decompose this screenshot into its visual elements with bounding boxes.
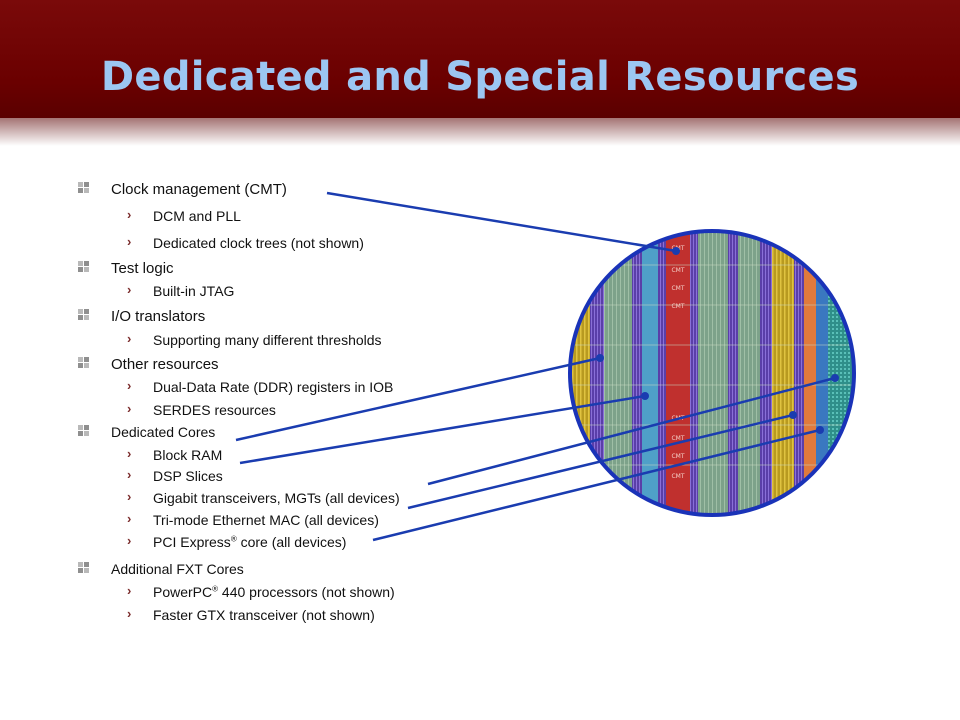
callout-dot xyxy=(672,247,680,255)
sub-bullet-ddr: Dual-Data Rate (DDR) registers in IOB xyxy=(153,379,394,395)
square-bullet-icon xyxy=(78,562,90,574)
bullet-fxt-cores: Additional FXT Cores xyxy=(111,561,244,577)
callout-lines xyxy=(235,191,836,542)
cmt-label: CMT xyxy=(671,267,684,274)
sub-bullet-gtx: Faster GTX transceiver (not shown) xyxy=(153,607,375,623)
bullet-other-resources: Other resources xyxy=(111,356,219,373)
chevron-right-icon: › xyxy=(127,331,132,346)
square-bullet-icon xyxy=(78,357,90,369)
square-bullet-icon xyxy=(78,425,90,437)
title-bar xyxy=(0,0,960,118)
sub-bullet-serdes: SERDES resources xyxy=(153,402,276,418)
chevron-right-icon: › xyxy=(127,446,132,461)
chevron-right-icon: › xyxy=(127,282,132,297)
slide-title: Dedicated and Special Resources xyxy=(100,54,860,100)
callout-dots xyxy=(596,247,839,434)
sub-bullet-dsp: DSP Slices xyxy=(153,468,223,484)
sub-bullet-ethernet-mac: Tri-mode Ethernet MAC (all devices) xyxy=(153,512,379,528)
callout-dot xyxy=(789,411,797,419)
die-image xyxy=(570,231,854,515)
sub-bullet-dcm-pll: DCM and PLL xyxy=(153,208,241,224)
callout-dot xyxy=(831,374,839,382)
chevron-right-icon: › xyxy=(127,467,132,482)
callout-line-dedicated-cores xyxy=(235,356,601,442)
cmt-label: CMT xyxy=(671,453,684,460)
sub-bullet-block-ram: Block RAM xyxy=(153,447,223,463)
square-bullet-icon xyxy=(78,261,90,273)
callout-line-cmt xyxy=(326,191,677,253)
chevron-right-icon: › xyxy=(127,583,132,598)
cmt-label: CMT xyxy=(671,435,684,442)
bullet-dedicated-cores: Dedicated Cores xyxy=(111,424,216,440)
cmt-label: CMT xyxy=(671,285,684,292)
square-bullet-icon xyxy=(78,182,90,194)
sub-bullet-clock-trees: Dedicated clock trees (not shown) xyxy=(153,235,364,251)
callout-line-pci-express xyxy=(372,428,821,542)
chevron-right-icon: › xyxy=(127,234,132,249)
chevron-right-icon: › xyxy=(127,378,132,393)
sub-bullet-powerpc: PowerPC® 440 processors (not shown) xyxy=(153,584,395,600)
chevron-right-icon: › xyxy=(127,489,132,504)
sub-bullet-mgt: Gigabit transceivers, MGTs (all devices) xyxy=(153,490,400,506)
chevron-right-icon: › xyxy=(127,533,132,548)
chevron-right-icon: › xyxy=(127,207,132,222)
callout-dot xyxy=(596,354,604,362)
die-circle-border xyxy=(568,229,856,517)
callout-dot xyxy=(641,392,649,400)
chevron-right-icon: › xyxy=(127,401,132,416)
cmt-label: CMT xyxy=(671,303,684,310)
cmt-label: CMT xyxy=(671,473,684,480)
sub-bullet-pci-express: PCI Express® core (all devices) xyxy=(153,534,347,550)
title-bar-shadow xyxy=(0,118,960,146)
callout-line-mgt xyxy=(427,376,836,486)
bullet-clock-management: Clock management (CMT) xyxy=(111,181,287,198)
chevron-right-icon: › xyxy=(127,511,132,526)
bullet-test-logic: Test logic xyxy=(111,260,174,277)
sub-bullet-thresholds: Supporting many different thresholds xyxy=(153,332,382,348)
callout-line-block-ram xyxy=(239,394,646,465)
square-bullet-icon xyxy=(78,309,90,321)
bullet-io-translators: I/O translators xyxy=(111,308,206,325)
callout-dot xyxy=(816,426,824,434)
callout-line-ethernet-mac xyxy=(407,413,794,510)
chevron-right-icon: › xyxy=(127,606,132,621)
sub-bullet-jtag: Built-in JTAG xyxy=(153,283,235,299)
